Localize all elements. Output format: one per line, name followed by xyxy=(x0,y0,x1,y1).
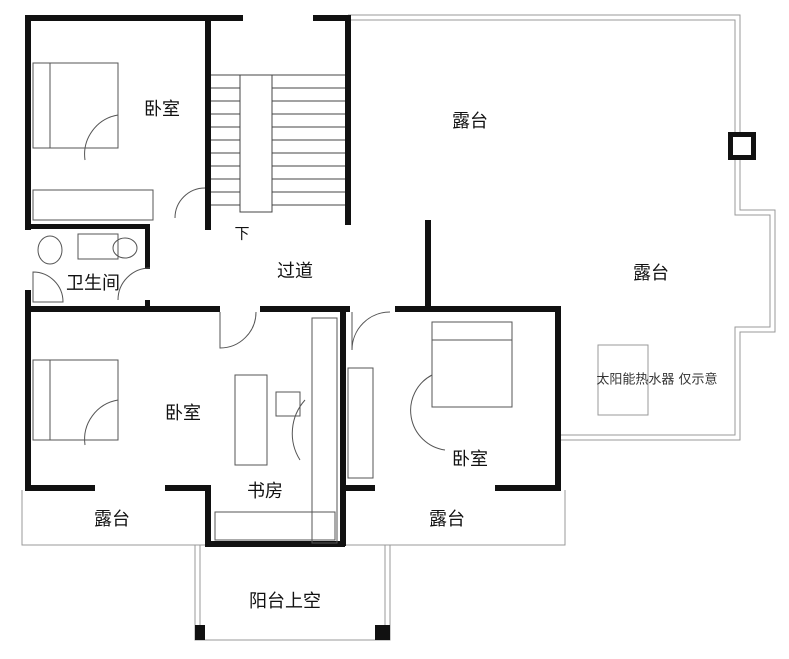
solar-heater-note: 太阳能热水器 仅示意 xyxy=(596,372,718,388)
room-label-bedroom-top-left: 卧室 xyxy=(144,99,180,120)
room-label-terrace-top: 露台 xyxy=(452,111,488,132)
walls xyxy=(25,15,756,640)
room-label-balcony-void: 阳台上空 xyxy=(249,591,321,612)
room-label-study: 书房 xyxy=(247,481,283,502)
room-label-terrace-right: 露台 xyxy=(633,263,669,284)
room-label-bedroom-bottom-left: 卧室 xyxy=(165,403,201,424)
stairs xyxy=(211,74,345,213)
room-label-terrace-bottom-left: 露台 xyxy=(94,509,130,530)
room-label-terrace-bottom-right: 露台 xyxy=(429,509,465,530)
room-label-corridor: 过道 xyxy=(277,261,313,282)
room-label-bedroom-bottom-right: 卧室 xyxy=(452,449,488,470)
room-label-bathroom: 卫生间 xyxy=(66,273,120,294)
furniture xyxy=(32,62,649,544)
stair-down-label: 下 xyxy=(234,224,250,243)
terrace-outline xyxy=(21,14,776,641)
